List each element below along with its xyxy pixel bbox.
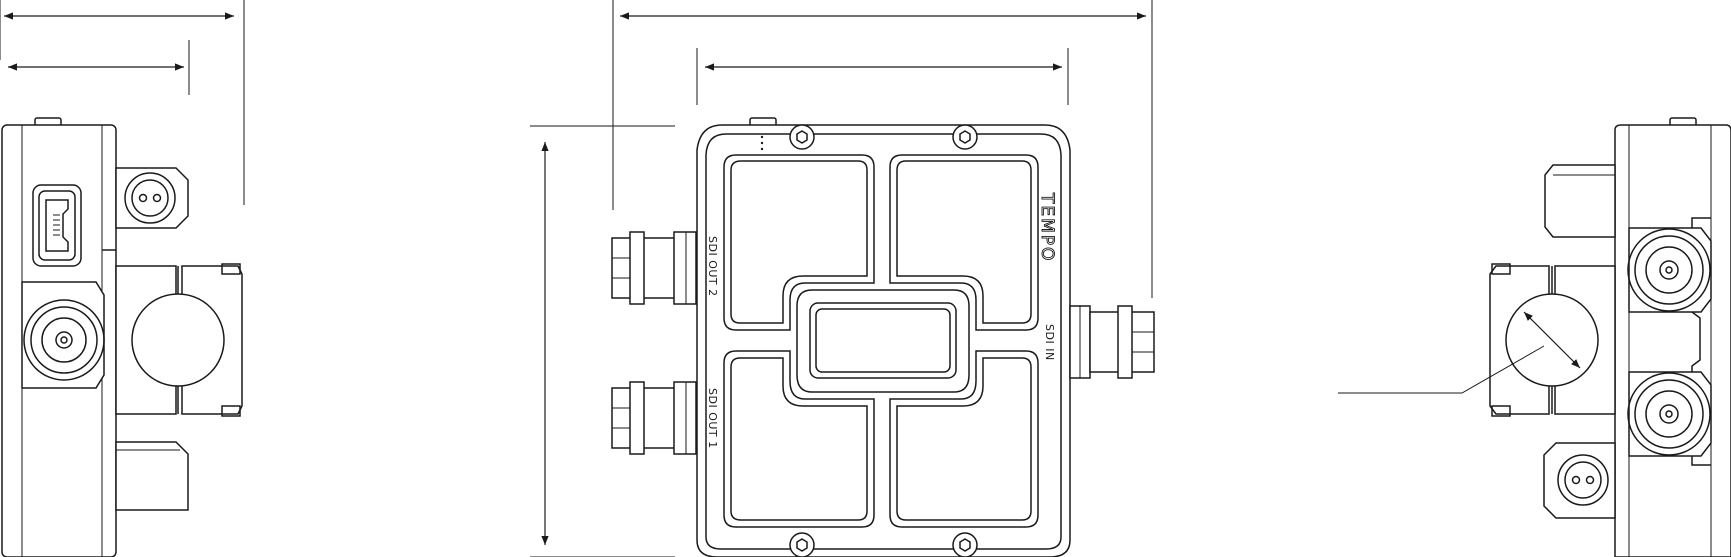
sdi-out-2-connector-icon bbox=[611, 231, 697, 305]
right-power-connector-icon bbox=[1543, 442, 1616, 519]
main-body bbox=[696, 124, 1071, 557]
right-body bbox=[1614, 124, 1731, 557]
usb-port-icon bbox=[32, 184, 82, 267]
right-upper-bnc-connector-icon bbox=[1627, 227, 1712, 313]
left-dimension-lines bbox=[0, 0, 245, 205]
left-bnc-connector-icon bbox=[21, 281, 105, 389]
brand-logo: TEMPO bbox=[1037, 192, 1057, 262]
center-top-view: SDI OUT 2 SDI OUT 1 SDI IN TEMPO bbox=[530, 0, 1155, 557]
left-rod-clamp-icon bbox=[115, 263, 243, 417]
sdi-out-2-label: SDI OUT 2 bbox=[706, 236, 719, 297]
center-dimension-lines bbox=[530, 0, 1153, 557]
panel-pockets bbox=[723, 154, 1039, 528]
right-lower-bnc-connector-icon bbox=[1627, 371, 1712, 457]
power-connector-icon bbox=[115, 167, 189, 229]
right-rod-clamp-icon bbox=[1338, 263, 1616, 417]
sdi-out-1-connector-icon bbox=[611, 381, 697, 455]
sdi-in-connector-icon bbox=[1069, 305, 1155, 379]
screw-icons bbox=[789, 124, 978, 557]
sdi-out-1-label: SDI OUT 1 bbox=[706, 388, 719, 449]
right-side-view bbox=[1338, 117, 1731, 557]
left-side-view bbox=[0, 0, 245, 557]
sdi-in-label: SDI IN bbox=[1043, 324, 1056, 361]
